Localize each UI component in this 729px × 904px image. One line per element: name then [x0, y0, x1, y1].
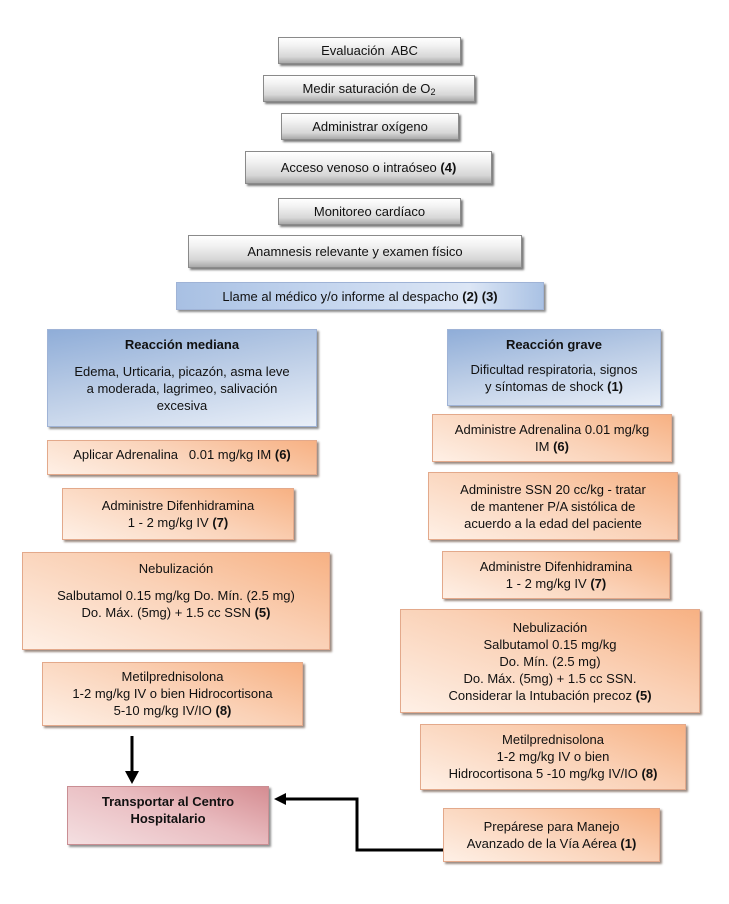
step-text: Considerar la Intubación precoz — [448, 687, 636, 703]
terminal-transportar: Transportar al Centro Hospitalario — [67, 786, 269, 845]
step-line: Do. Mín. (2.5 mg) — [499, 653, 601, 669]
step-text-main: Llame al médico y/o informe al despacho — [222, 288, 463, 304]
step-line: 1 - 2 mg/kg IV (7) — [128, 514, 228, 531]
step-line: Metilprednisolona — [502, 732, 604, 747]
step-anamnesis: Anamnesis relevante y examen físico — [188, 235, 522, 268]
step-line: Do. Máx. (5mg) + 1.5 cc SSN. — [463, 670, 637, 686]
step-text: Llame al médico y/o informe al despacho … — [222, 288, 497, 305]
header-reaccion-mediana: Reacción mediana Edema, Urticaria, picaz… — [47, 329, 317, 427]
step-line: 5-10 mg/kg IV/IO (8) — [114, 702, 232, 719]
step-text-prefix: Medir saturación de O — [302, 81, 431, 96]
reference-number: (4) — [440, 160, 457, 175]
step-acceso-venoso: Acceso venoso o intraóseo (4) — [245, 151, 492, 184]
step-line: 1 - 2 mg/kg IV (7) — [506, 575, 606, 592]
step-text: 5-10 mg/kg IV/IO — [113, 703, 216, 718]
step-line: Administre SSN 20 cc/kg - tratar — [460, 481, 646, 497]
step-text: 1 - 2 mg/kg IV — [127, 515, 213, 530]
step-title: Nebulización — [138, 561, 214, 576]
step-text-main: Acceso venoso o intraóseo — [280, 160, 441, 175]
step-text: Administrar oxígeno — [312, 119, 428, 134]
header-reaccion-grave: Reacción grave Dificultad respiratoria, … — [447, 329, 661, 406]
step-line: Nebulización — [512, 619, 588, 635]
arrow-down-to-transport — [125, 736, 139, 784]
step-nebulizacion-right: Nebulización Salbutamol 0.15 mg/kg Do. M… — [400, 609, 700, 713]
header-line: Edema, Urticaria, picazón, asma leve — [74, 364, 290, 379]
step-line: Aplicar Adrenalina 0.01 mg/kg IM (6) — [73, 446, 291, 463]
terminal-line: Transportar al Centro — [101, 794, 235, 809]
step-text: Monitoreo cardíaco — [313, 204, 426, 219]
step-text: Avanzado de la Vía Aérea — [466, 836, 621, 851]
subscript-2: 2 — [430, 87, 436, 97]
reference-number: (8) — [215, 703, 232, 718]
step-line: Do. Máx. (5mg) + 1.5 cc SSN (5) — [82, 604, 271, 621]
step-line: Metilprednisolona — [121, 669, 224, 684]
terminal-line: Hospitalario — [130, 811, 206, 826]
reference-number: (6) — [553, 439, 569, 454]
step-administrar-oxigeno: Administrar oxígeno — [281, 113, 459, 140]
step-text: IM — [535, 439, 554, 454]
step-evaluacion-abc: Evaluación ABC — [278, 37, 461, 64]
header-line: excesiva — [156, 398, 208, 413]
step-preparese-via-aerea: Prepárese para Manejo Avanzado de la Vía… — [443, 808, 660, 862]
step-nebulizacion-left: Nebulización Salbutamol 0.15 mg/kg Do. M… — [22, 552, 330, 650]
step-text: 1 - 2 mg/kg IV — [505, 576, 591, 591]
header-line: a moderada, lagrimeo, salivación — [86, 381, 278, 396]
step-line: Considerar la Intubación precoz (5) — [448, 687, 651, 704]
header-line: y síntomas de shock (1) — [485, 378, 623, 395]
step-text: Evaluación ABC — [321, 43, 418, 58]
reference-number: (6) — [274, 447, 291, 462]
reference-number: (8) — [641, 766, 658, 781]
step-adrenalina-right: Administre Adrenalina 0.01 mg/kg IM (6) — [432, 414, 672, 462]
step-line: 1-2 mg/kg IV o bien Hidrocortisona — [72, 686, 273, 701]
step-ssn-right: Administre SSN 20 cc/kg - tratar de mant… — [428, 472, 678, 540]
reference-number: (7) — [590, 576, 607, 591]
header-title: Reacción mediana — [124, 337, 240, 352]
reference-number: (2) (3) — [462, 288, 498, 304]
step-line: Hidrocortisona 5 -10 mg/kg IV/IO (8) — [449, 765, 658, 782]
reference-number: (5) — [635, 687, 652, 703]
step-text: Anamnesis relevante y examen físico — [247, 244, 463, 259]
arrow-airway-to-transport — [274, 793, 443, 852]
reference-number: (1) — [620, 836, 637, 851]
step-line: Administre Difenhidramina — [101, 498, 255, 513]
step-line: 1-2 mg/kg IV o bien — [496, 749, 610, 764]
step-line: IM (6) — [535, 438, 569, 455]
step-line: acuerdo a la edad del paciente — [464, 515, 642, 531]
step-line: Avanzado de la Vía Aérea (1) — [467, 835, 637, 852]
step-text: Hidrocortisona 5 -10 mg/kg IV/IO — [448, 766, 642, 781]
step-metilprednisolona-left: Metilprednisolona 1-2 mg/kg IV o bien Hi… — [42, 662, 303, 726]
step-line: Administre Difenhidramina — [479, 559, 633, 574]
step-line: Prepárese para Manejo — [483, 819, 620, 834]
step-aplicar-adrenalina: Aplicar Adrenalina 0.01 mg/kg IM (6) — [47, 440, 317, 475]
header-text: y síntomas de shock — [484, 379, 608, 394]
step-monitoreo-cardiaco: Monitoreo cardíaco — [278, 198, 461, 225]
header-line: Dificultad respiratoria, signos — [470, 362, 638, 377]
step-line: Administre Adrenalina 0.01 mg/kg — [454, 422, 650, 437]
reference-number: (5) — [254, 605, 271, 620]
step-medir-saturacion: Medir saturación de O2 — [263, 75, 475, 102]
step-llame-medico: Llame al médico y/o informe al despacho … — [176, 282, 544, 310]
step-text: Medir saturación de O2 — [303, 80, 436, 97]
step-line: de mantener P/A sistólica de — [470, 498, 636, 514]
reference-number: (1) — [607, 379, 623, 394]
header-title: Reacción grave — [505, 337, 603, 352]
step-metilprednisolona-right: Metilprednisolona 1-2 mg/kg IV o bien Hi… — [420, 724, 686, 790]
reference-number: (7) — [212, 515, 229, 530]
step-text: Aplicar Adrenalina 0.01 mg/kg IM — [73, 447, 275, 462]
step-difenhidramina-right: Administre Difenhidramina 1 - 2 mg/kg IV… — [442, 551, 670, 599]
step-line: Salbutamol 0.15 mg/kg — [483, 636, 617, 652]
step-difenhidramina-left: Administre Difenhidramina 1 - 2 mg/kg IV… — [62, 488, 294, 540]
step-text: Do. Máx. (5mg) + 1.5 cc SSN — [81, 605, 255, 620]
step-line: Salbutamol 0.15 mg/kg Do. Mín. (2.5 mg) — [57, 588, 295, 603]
step-text: Acceso venoso o intraóseo (4) — [281, 159, 457, 176]
